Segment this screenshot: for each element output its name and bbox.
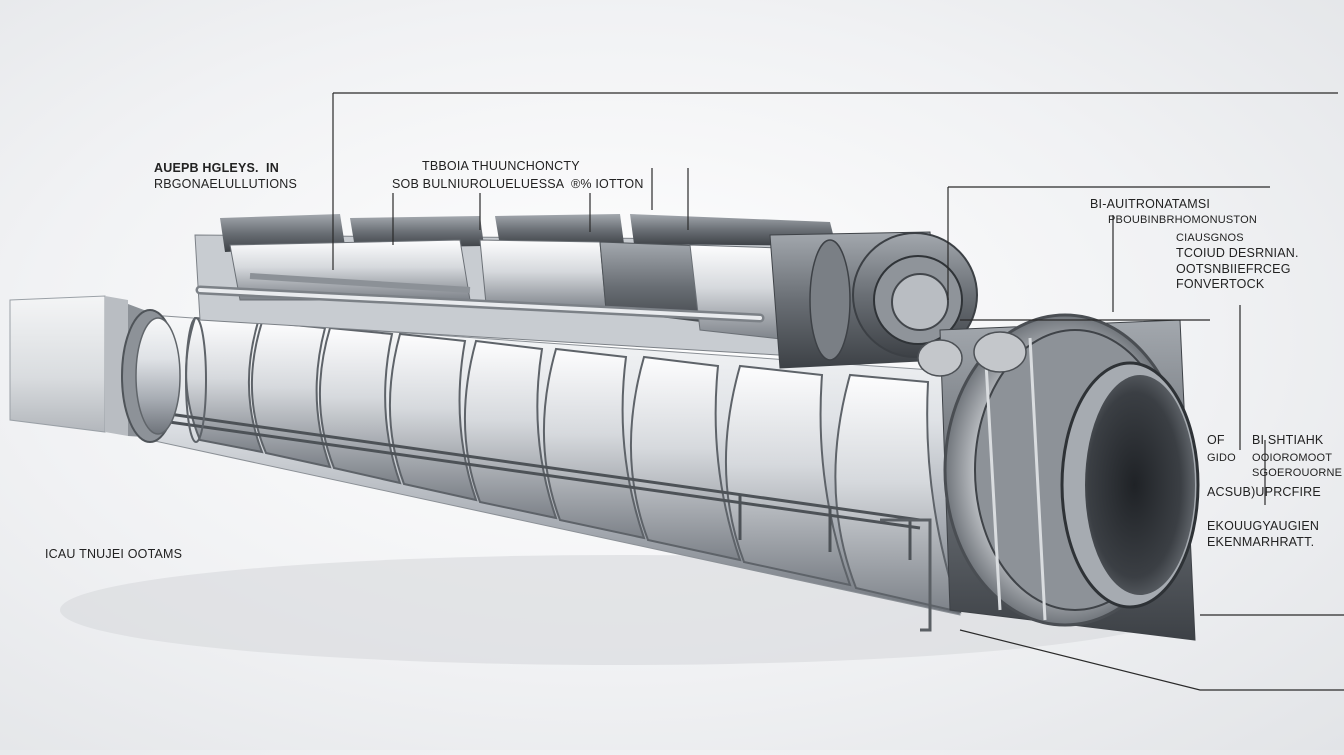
- label-right-lower-5: EKENMARHRATT.: [1207, 535, 1315, 549]
- upper-machinery: [194, 214, 978, 369]
- label-right-upper-2: PBOUBINBRHOMONUSTON: [1108, 214, 1258, 226]
- label-top-center-2: SOB BULNIUROLUELUESSA ®% IOTTON: [392, 177, 644, 191]
- left-collar: [121, 309, 207, 443]
- label-right-lower-3: ACSUB)UPRCFIRE: [1207, 485, 1321, 499]
- label-right-upper-3: CIAUSGNOS: [1176, 232, 1244, 244]
- main-tube: [149, 314, 962, 632]
- label-bottom-left: ICAU TNUJEI OOTAMS: [45, 547, 183, 561]
- label-right-upper-6: FONVERTOCK: [1176, 277, 1265, 291]
- label-top-left-2: RBGONAELULLUTIONS: [154, 177, 298, 191]
- label-top-left-1: AUEPB HGLEYS. IN: [154, 161, 279, 175]
- leader-lines: [332, 92, 1344, 691]
- side-rails: [154, 410, 921, 560]
- label-right-lower-col1-2: GIDO: [1207, 452, 1236, 464]
- label-right-lower-4: EKOUUGYAUGIEN: [1207, 519, 1320, 533]
- front-flange: [917, 313, 1200, 641]
- label-right-lower-col2-3: SGOEROUORNE: [1252, 467, 1343, 479]
- label-right-lower-col1-1: OF: [1207, 433, 1225, 447]
- label-right-upper-4: TCOIUD DESRNIAN.: [1176, 246, 1299, 260]
- label-right-upper-1: BI-AUITRONATAMSI: [1090, 197, 1211, 211]
- support-leg: [880, 518, 932, 632]
- label-top-center-1: TBBOIA THUUNCHONCTY: [422, 159, 580, 173]
- label-right-lower-col2-1: BI SHTIAHK: [1252, 433, 1324, 447]
- label-right-lower-col2-2: OOIOROMOOT: [1252, 452, 1333, 464]
- label-right-upper-5: OOTSNBIIEFRCEG: [1176, 262, 1291, 276]
